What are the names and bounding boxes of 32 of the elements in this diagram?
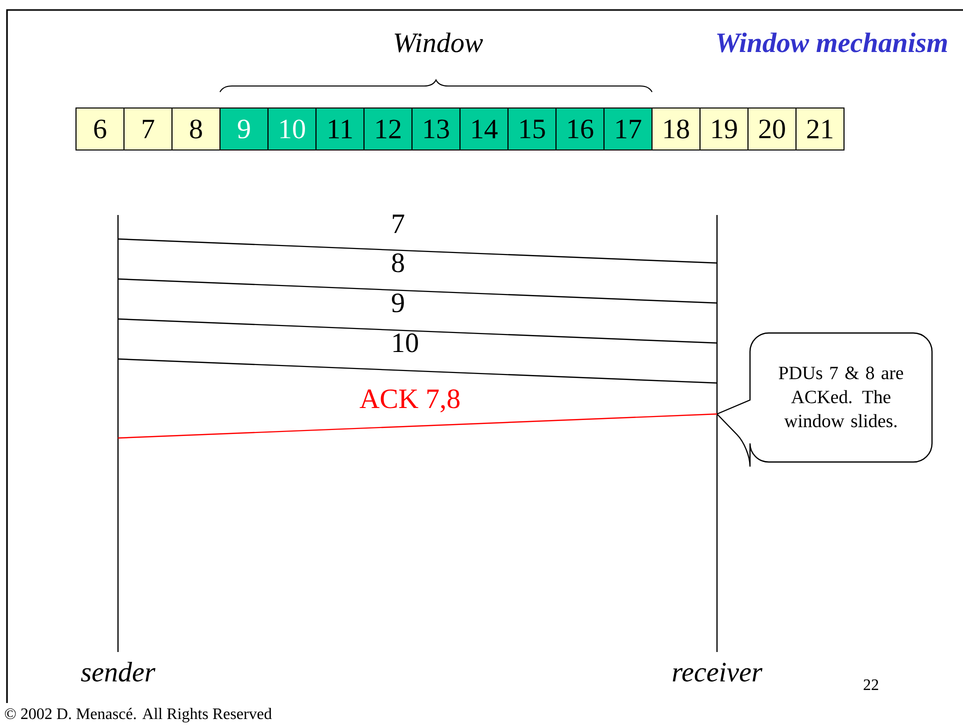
sequence-cell: 17	[603, 107, 653, 151]
sequence-cell: 20	[747, 107, 797, 151]
message-line	[118, 238, 718, 264]
sequence-cell: 6	[75, 107, 125, 151]
title: Window mechanism	[717, 32, 947, 52]
edge-label: 9	[392, 293, 404, 312]
sequence-cell: 10	[267, 107, 317, 151]
edge-label: 10	[393, 333, 418, 352]
sequence-cell: 14	[459, 107, 509, 151]
sequence-cell: 13	[411, 107, 461, 151]
message-line	[118, 278, 718, 304]
lifeline: sender	[81, 215, 156, 682]
edge-label: 7	[392, 214, 404, 233]
sequence-cell: 15	[507, 107, 557, 151]
speech-bubble: PDUs 7 & 8 are ACKed. The window slides.	[716, 332, 933, 468]
sequence-cell: 12	[363, 107, 413, 151]
sequence-cell: 16	[555, 107, 605, 151]
message-line	[118, 358, 718, 384]
edge-label: ACK 7,8	[360, 389, 460, 412]
sequence-cell: 19	[699, 107, 749, 151]
page-number: 22	[864, 679, 878, 690]
sequence-cell: 8	[171, 107, 221, 151]
sequence-cell: 21	[795, 107, 845, 151]
sequence-cell: 18	[651, 107, 701, 151]
copyright-note: © 2002 D. Menascé. All Rights Reserved	[4, 708, 272, 722]
message-line	[118, 318, 718, 344]
edge-label: 8	[392, 253, 404, 272]
sequence-cell: 9	[219, 107, 269, 151]
message-line	[118, 413, 718, 439]
heading: Window	[394, 32, 483, 52]
sequence-cell: 11	[315, 107, 365, 151]
sequence-cell: 7	[123, 107, 173, 151]
